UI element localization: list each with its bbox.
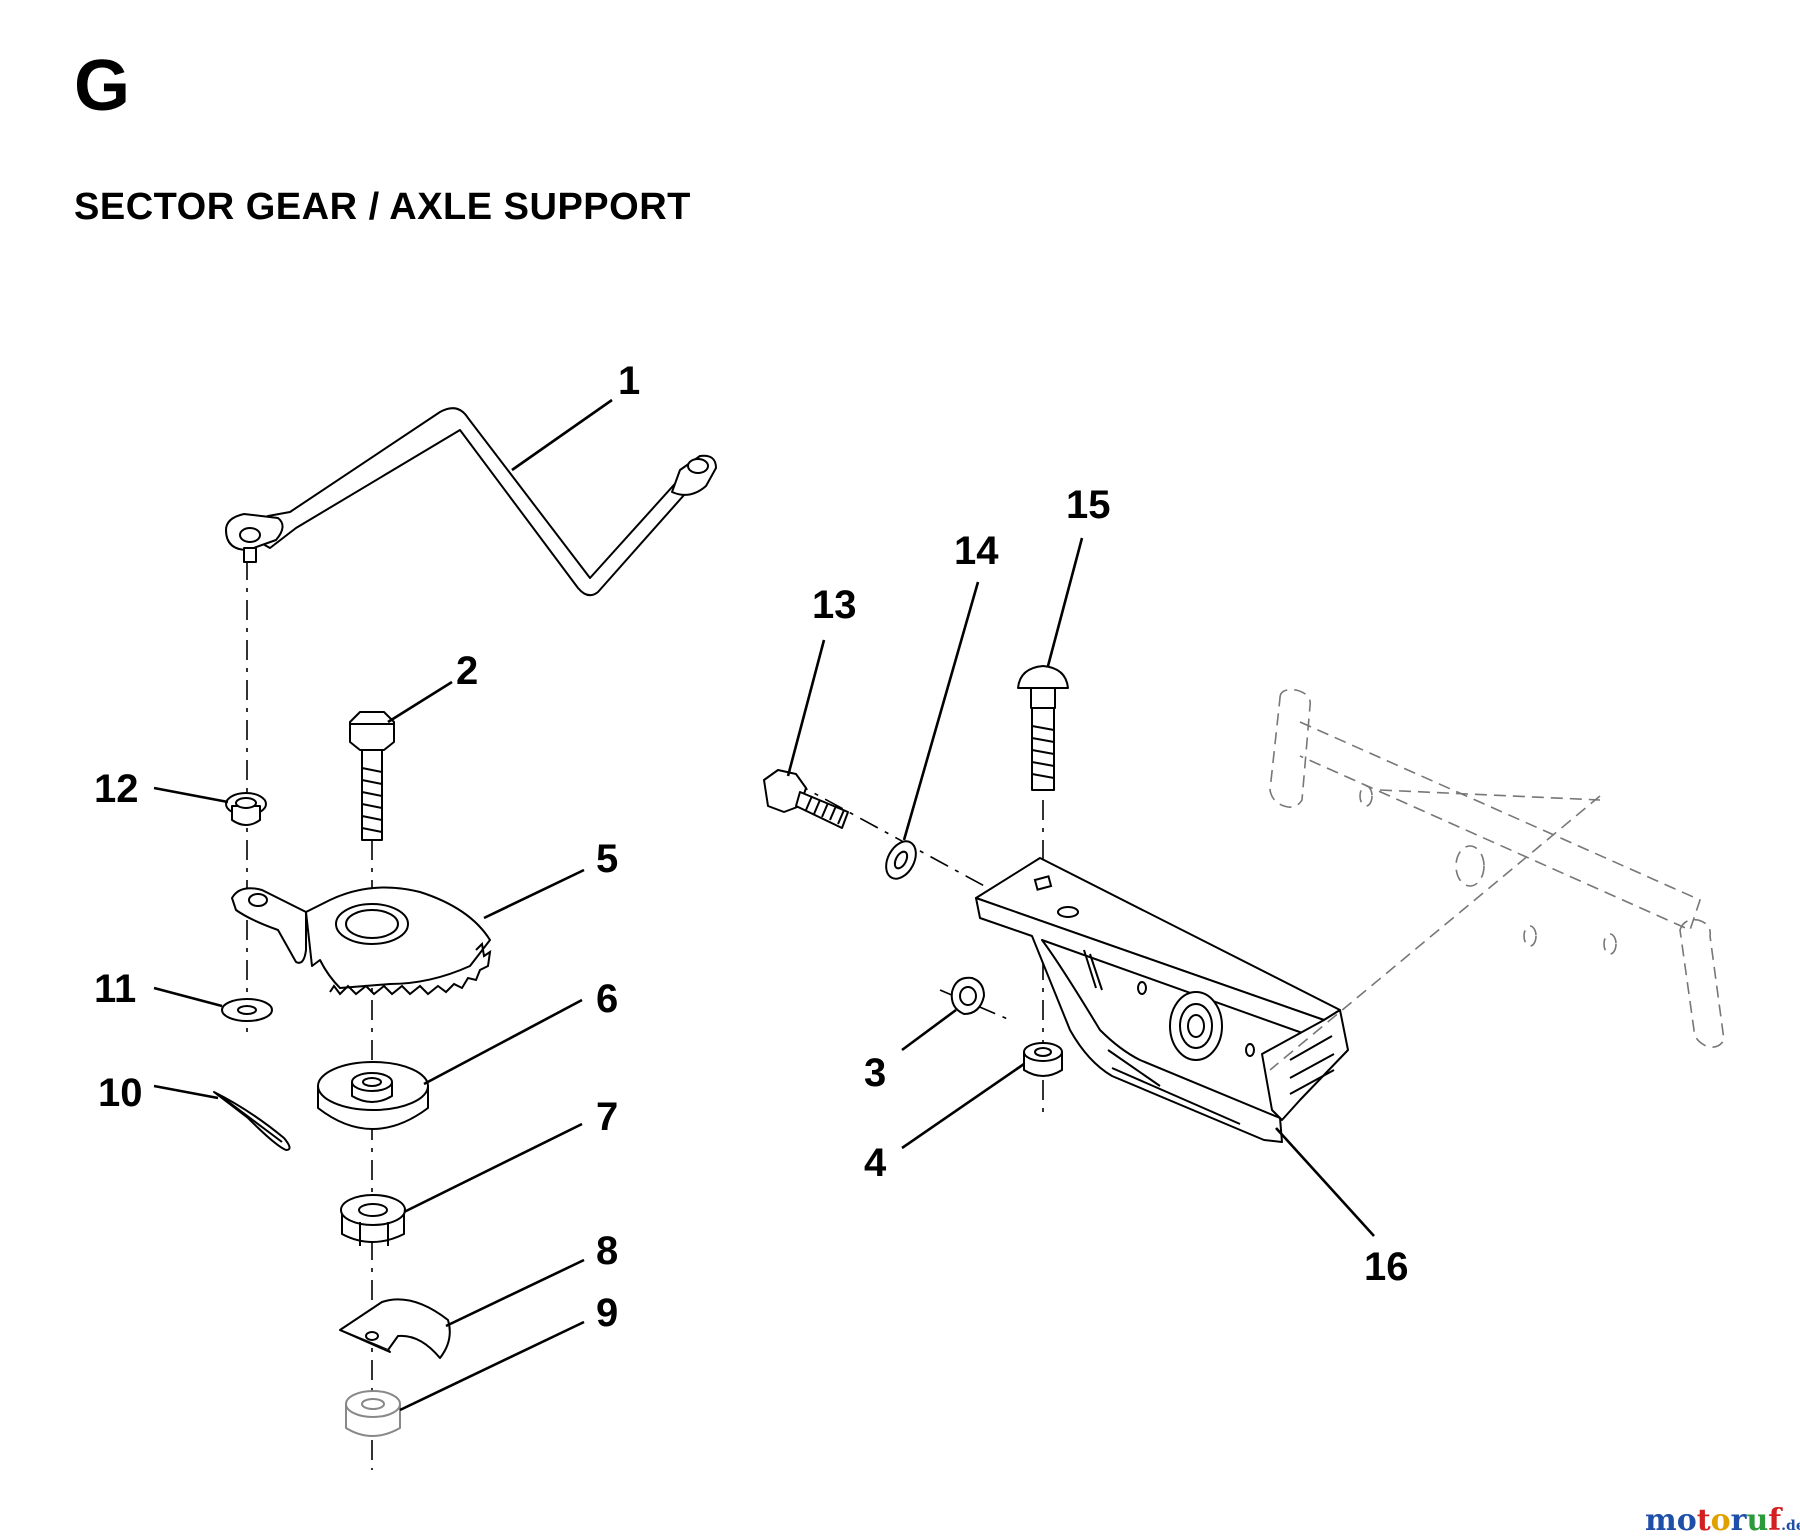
leader-12 — [153, 786, 229, 804]
leader-15 — [1046, 537, 1084, 667]
part-nut-12 — [225, 792, 267, 826]
part-axle-support — [975, 857, 1349, 1143]
callout-5: 5 — [596, 837, 618, 881]
callout-16: 16 — [1364, 1245, 1409, 1289]
leader-13 — [786, 639, 826, 777]
axis-line-bolt-13 — [789, 779, 1011, 901]
leader-11 — [153, 986, 223, 1008]
leader-9 — [399, 1320, 585, 1412]
section-letter: G — [74, 46, 131, 126]
part-nut-9 — [345, 1390, 401, 1437]
callout-2: 2 — [456, 649, 478, 693]
callout-10: 10 — [98, 1071, 143, 1115]
part-bolt-15 — [1017, 665, 1069, 791]
callout-1: 1 — [618, 359, 640, 403]
leader-2 — [387, 680, 453, 724]
part-sector-gear — [231, 886, 492, 996]
phantom-front-axle — [1269, 688, 1725, 1071]
part-spacer-6 — [317, 1061, 429, 1130]
leader-14 — [902, 581, 980, 841]
callout-12: 12 — [94, 767, 139, 811]
part-nut-4 — [1023, 1042, 1063, 1077]
leader-6 — [423, 998, 583, 1086]
part-clip-8 — [339, 1298, 451, 1359]
part-nut-3 — [950, 976, 985, 1015]
leader-8 — [445, 1258, 585, 1328]
callout-14: 14 — [954, 529, 999, 573]
callout-3: 3 — [864, 1051, 886, 1095]
leader-16 — [1275, 1127, 1375, 1237]
leader-4 — [901, 1062, 1025, 1150]
callout-11: 11 — [94, 967, 136, 1011]
callout-8: 8 — [596, 1229, 618, 1273]
callout-7: 7 — [596, 1095, 618, 1139]
callout-9: 9 — [596, 1291, 618, 1335]
callout-6: 6 — [596, 977, 618, 1021]
part-nut-7 — [340, 1194, 406, 1246]
leader-7 — [403, 1122, 583, 1214]
leader-10 — [153, 1084, 219, 1100]
leader-3 — [901, 1008, 957, 1052]
callout-15: 15 — [1066, 483, 1111, 527]
part-washer-14 — [885, 840, 917, 880]
part-washer-11 — [221, 998, 273, 1022]
watermark-logo: motoruf.de — [1645, 1503, 1800, 1538]
part-bolt-13 — [763, 769, 849, 829]
part-drag-link — [225, 407, 717, 597]
section-title: SECTOR GEAR / AXLE SUPPORT — [74, 186, 691, 228]
callout-13: 13 — [812, 583, 857, 627]
callout-4: 4 — [864, 1141, 887, 1185]
leader-1 — [511, 398, 613, 472]
part-bolt-2 — [349, 711, 395, 841]
part-cotter-pin — [213, 1091, 291, 1151]
leader-5 — [483, 868, 585, 920]
